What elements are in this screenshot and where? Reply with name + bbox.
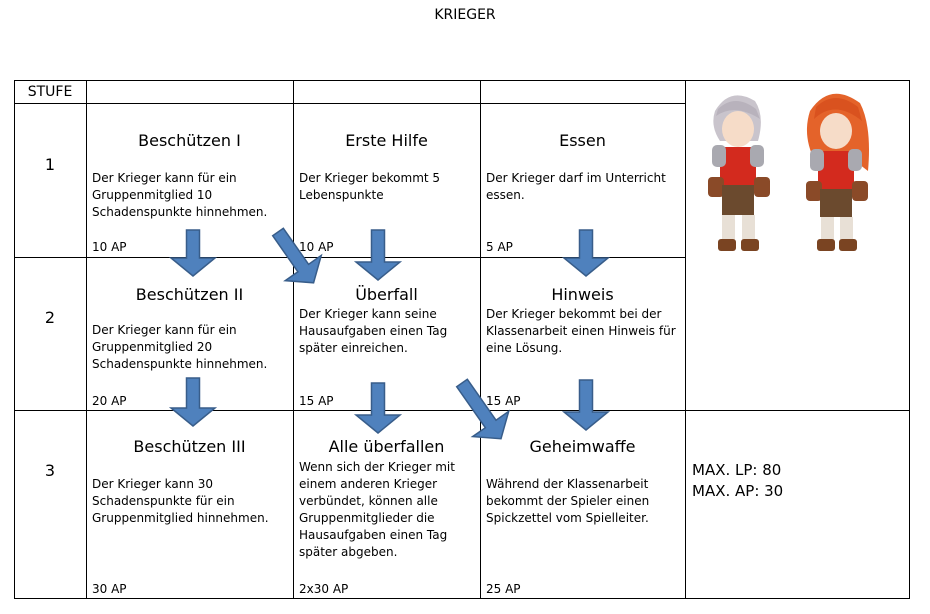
skill-desc: Der Krieger kann für ein Gruppenmitglied… [92, 323, 268, 371]
skill-ap: 10 AP [92, 240, 127, 254]
skill-desc: Der Krieger bekommt bei der Klassenarbei… [486, 307, 676, 355]
max-ap: MAX. AP: 30 [692, 482, 784, 500]
skill-name: Hinweis [551, 285, 614, 304]
skill-cell: Geheimwaffe Während der Klassenarbeit be… [480, 410, 685, 598]
skill-name: Erste Hilfe [345, 131, 428, 150]
skill-name: Beschützen I [138, 131, 241, 150]
skill-cell: Essen Der Krieger darf im Unterricht ess… [480, 103, 685, 257]
down-arrow-icon [561, 229, 611, 277]
max-lp: MAX. LP: 80 [692, 461, 782, 479]
skill-cell: Erste Hilfe Der Krieger bekommt 5 Lebens… [293, 103, 480, 257]
down-arrow-icon [168, 229, 218, 277]
skill-name: Überfall [355, 285, 418, 304]
down-arrow-icon [353, 229, 403, 281]
skill-desc: Während der Klassenarbeit bekommt der Sp… [486, 477, 650, 525]
skill-desc: Der Krieger bekommt 5 Lebenspunkte [299, 171, 441, 202]
skill-desc: Der Krieger darf im Unterricht essen. [486, 171, 666, 202]
down-arrow-icon [168, 377, 218, 427]
skill-cell: Beschützen I Der Krieger kann für ein Gr… [86, 103, 293, 257]
skill-name: Alle überfallen [328, 437, 445, 456]
level-3: 3 [44, 461, 56, 480]
level-1: 1 [44, 155, 56, 174]
skill-cell: Beschützen II Der Krieger kann für ein G… [86, 257, 293, 410]
skill-name: Beschützen II [135, 285, 244, 304]
skill-cell: Alle überfallen Wenn sich der Krieger mi… [293, 410, 480, 598]
stufe-header: STUFE [27, 84, 73, 100]
warrior-characters-image [708, 93, 869, 251]
down-arrow-icon [353, 382, 403, 434]
skill-ap: 15 AP [299, 394, 334, 408]
skill-ap: 5 AP [486, 240, 513, 254]
skill-name: Geheimwaffe [529, 437, 636, 456]
skill-ap: 25 AP [486, 582, 521, 596]
skill-name: Beschützen III [133, 437, 246, 456]
skill-ap: 30 AP [92, 582, 127, 596]
down-arrow-icon [561, 379, 611, 431]
max-stats: MAX. LP: 80 MAX. AP: 30 [692, 460, 783, 502]
level-2: 2 [44, 308, 56, 327]
down-arrow-icon [455, 378, 510, 440]
down-arrow-icon [271, 227, 323, 284]
skill-ap: 15 AP [486, 394, 521, 408]
skill-ap: 10 AP [299, 240, 334, 254]
skill-desc: Wenn sich der Krieger mit einem anderen … [299, 460, 455, 559]
page-title: KRIEGER [434, 7, 496, 23]
skill-desc: Der Krieger kann 30 Schadenspunkte für e… [92, 477, 269, 525]
skill-ap: 2x30 AP [299, 582, 349, 596]
skill-cell: Überfall Der Krieger kann seine Hausaufg… [293, 257, 480, 410]
skill-ap: 20 AP [92, 394, 127, 408]
character-left [708, 95, 770, 251]
skill-desc: Der Krieger kann für ein Gruppenmitglied… [92, 171, 268, 219]
skill-cell: Beschützen III Der Krieger kann 30 Schad… [86, 410, 293, 598]
skill-name: Essen [559, 131, 606, 150]
skill-desc: Der Krieger kann seine Hausaufgaben eine… [299, 307, 448, 355]
skill-cell: Hinweis Der Krieger bekommt bei der Klas… [480, 257, 685, 410]
character-right [806, 93, 869, 251]
